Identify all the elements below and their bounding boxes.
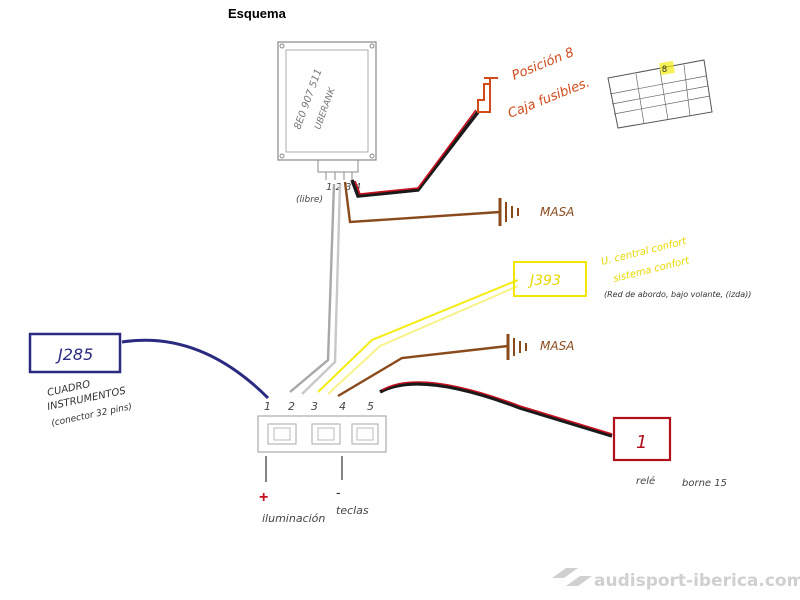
connector-key-2-inner bbox=[317, 427, 335, 441]
ground-mid: MASA bbox=[506, 334, 574, 360]
wire-navy bbox=[121, 338, 270, 400]
watermark: audisport-iberica.com bbox=[552, 568, 800, 591]
ground-top: MASA bbox=[498, 198, 574, 226]
minus-sign: - bbox=[336, 484, 341, 500]
fuse-switch: Posición 8 Caja fusibles. bbox=[477, 45, 592, 122]
wire-red-stripe-bottom bbox=[381, 381, 613, 435]
connector-pin-2: 2 bbox=[288, 400, 295, 413]
relay-box bbox=[612, 416, 672, 462]
module-inner-box bbox=[285, 49, 369, 153]
fuse-table-line bbox=[659, 69, 669, 121]
relay-number: 1 bbox=[636, 432, 647, 453]
fuse-position-label: Posición 8 bbox=[510, 45, 576, 83]
wire-brown-mid bbox=[337, 344, 509, 398]
connector-pin-5: 5 bbox=[367, 400, 374, 413]
plus-sign: + bbox=[259, 489, 268, 506]
j393-unit: J393 U. central confort sistema confort … bbox=[513, 236, 751, 299]
j285-label: J285 bbox=[55, 345, 93, 364]
module-brand: UBERANK bbox=[313, 86, 338, 131]
module-screw-icon bbox=[279, 153, 285, 159]
wire-grey-2 bbox=[301, 183, 342, 395]
j393-box bbox=[513, 261, 587, 297]
module-libre-label: (libre) bbox=[296, 195, 323, 205]
fuse-table-line bbox=[613, 95, 711, 115]
illumination-label: iluminación bbox=[262, 512, 325, 525]
connector-key-3 bbox=[351, 423, 379, 445]
wire-yellow-2 bbox=[327, 285, 519, 395]
connector-pin-4: 4 bbox=[339, 400, 346, 413]
fuse-box-sketch: 8 bbox=[607, 59, 713, 129]
connector-key-2 bbox=[311, 423, 341, 445]
connector-key-3-inner bbox=[356, 427, 374, 441]
j393-note: (Red de abordo, bajo volante, (izda)) bbox=[604, 290, 751, 299]
fuse-table-line bbox=[683, 64, 691, 117]
page-title: Esquema bbox=[228, 6, 286, 21]
relay-unit: 1 relé borne 15 bbox=[612, 416, 727, 489]
wire-black-red-top bbox=[350, 110, 480, 198]
module-screw-icon bbox=[279, 43, 285, 49]
module-pin-numbers: 1 2 3 4 bbox=[326, 182, 361, 193]
watermark-text: audisport-iberica.com bbox=[594, 571, 800, 591]
wire-red-stripe-top bbox=[354, 109, 477, 195]
wire-brown-top bbox=[343, 181, 501, 224]
wire-grey-1 bbox=[289, 183, 336, 393]
keys-label: teclas bbox=[336, 504, 369, 517]
connector-key-1-inner bbox=[273, 427, 291, 441]
watermark-logo-icon bbox=[566, 576, 592, 586]
ground-mid-label: MASA bbox=[540, 339, 574, 353]
fuse-table-line bbox=[611, 85, 709, 105]
connector-pin-3: 3 bbox=[311, 400, 318, 413]
fuse-switch-icon bbox=[477, 83, 491, 113]
fuse-table-line bbox=[609, 75, 707, 95]
relay-label: relé bbox=[636, 475, 655, 487]
module-connector bbox=[317, 159, 359, 173]
j285-unit: J285 CUADRO INSTRUMENTOS (conector 32 pi… bbox=[28, 332, 133, 429]
bottom-connector: 1 2 3 4 5 + - iluminación teclas bbox=[257, 400, 387, 525]
j393-label: J393 bbox=[527, 273, 561, 289]
relay-terminal-label: borne 15 bbox=[682, 478, 727, 489]
connector-pin-1: 1 bbox=[264, 400, 271, 413]
ground-top-label: MASA bbox=[540, 205, 574, 219]
connector-body bbox=[257, 415, 387, 453]
module-screw-icon bbox=[369, 153, 375, 159]
j285-box bbox=[28, 332, 122, 374]
connector-key-1 bbox=[267, 423, 297, 445]
module-screw-icon bbox=[369, 43, 375, 49]
wire-yellow-1 bbox=[317, 279, 519, 393]
module-unit: 8E0 907 511 UBERANK 1 2 3 4 (libre) bbox=[277, 41, 377, 205]
fuse-highlight-number: 8 bbox=[662, 64, 667, 74]
wire-black-red-bottom bbox=[379, 382, 613, 438]
fuse-highlight-cell bbox=[659, 60, 675, 76]
watermark-logo-icon bbox=[552, 568, 578, 578]
fuse-table-line bbox=[635, 73, 645, 125]
